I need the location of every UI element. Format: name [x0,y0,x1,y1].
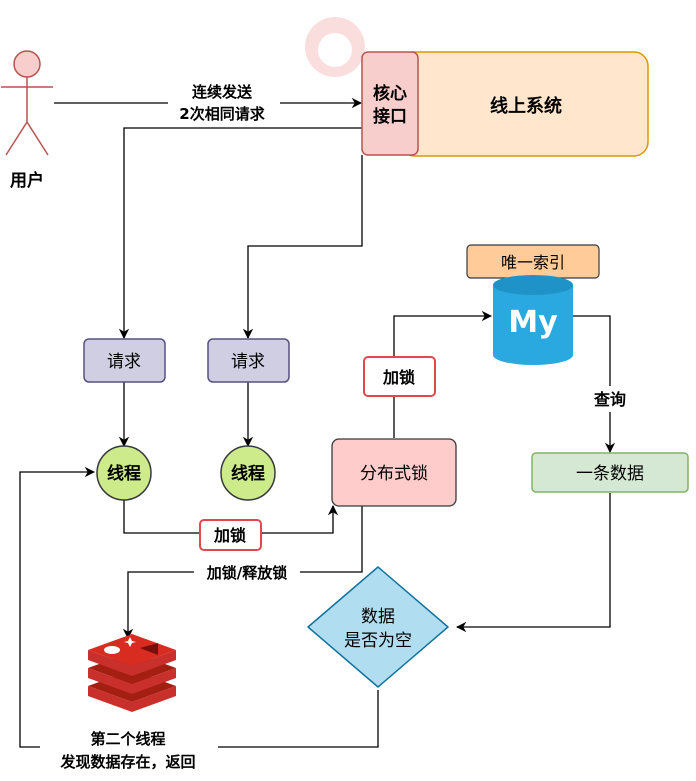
mysql-database-icon: My [493,275,573,365]
request-label-1: 请求 [107,352,141,372]
user-label: 用户 [10,170,44,191]
online-system-label: 线上系统 [490,95,562,117]
watermark-logo: www [305,17,415,77]
lock-release-label-bg [194,560,300,584]
redis-icon [88,634,176,712]
thread-circle-2 [220,445,276,501]
send-label-line2: 2次相同请求 [179,105,265,123]
lock-label-box-thread [199,519,262,551]
edge-mysql-to-record [572,315,616,454]
thread-circle-1 [96,445,152,501]
edge-record-to-decision [455,493,611,633]
second-thread-label-bg [40,725,218,773]
decision-label-line2: 是否为空 [344,631,412,651]
one-record-label: 一条数据 [576,464,644,484]
core-interface-line2: 接口 [373,106,407,127]
core-interface-line1: 核心 [373,83,407,104]
edge-core-to-request1 [118,127,362,340]
send-label-line1: 连续发送 [192,83,253,101]
send-label-bg [168,80,280,124]
lock-release-label: 加锁/释放锁 [206,564,287,582]
request-box-1 [83,338,166,383]
query-label: 查询 [594,390,626,409]
lock-label-box-mysql [363,356,436,397]
core-interface-box [361,51,419,156]
second-thread-label-line2: 发现数据存在，返回 [59,753,195,771]
lock-label-thread: 加锁 [213,526,246,545]
distributed-lock-box [331,438,457,507]
decision-diamond [307,566,449,688]
query-label-bg [586,386,634,412]
lock-label-mysql: 加锁 [382,368,415,387]
edge-core-to-request2 [242,155,363,340]
decision-label-line1: 数据 [361,607,395,627]
thread-label-2: 线程 [231,463,265,484]
request-box-2 [207,338,290,383]
edge-lock-to-mysql [393,310,493,438]
second-thread-label-line1: 第二个线程 [90,730,165,748]
user-actor-icon [1,50,53,156]
distributed-lock-label: 分布式锁 [360,464,428,484]
mysql-logo-text: My [508,305,558,340]
edge-decision-return-to-thread1 [19,466,379,748]
thread-label-1: 线程 [107,463,141,484]
unique-index-label: 唯一索引 [501,253,565,272]
request-label-2: 请求 [231,352,265,372]
one-record-box [531,452,689,493]
